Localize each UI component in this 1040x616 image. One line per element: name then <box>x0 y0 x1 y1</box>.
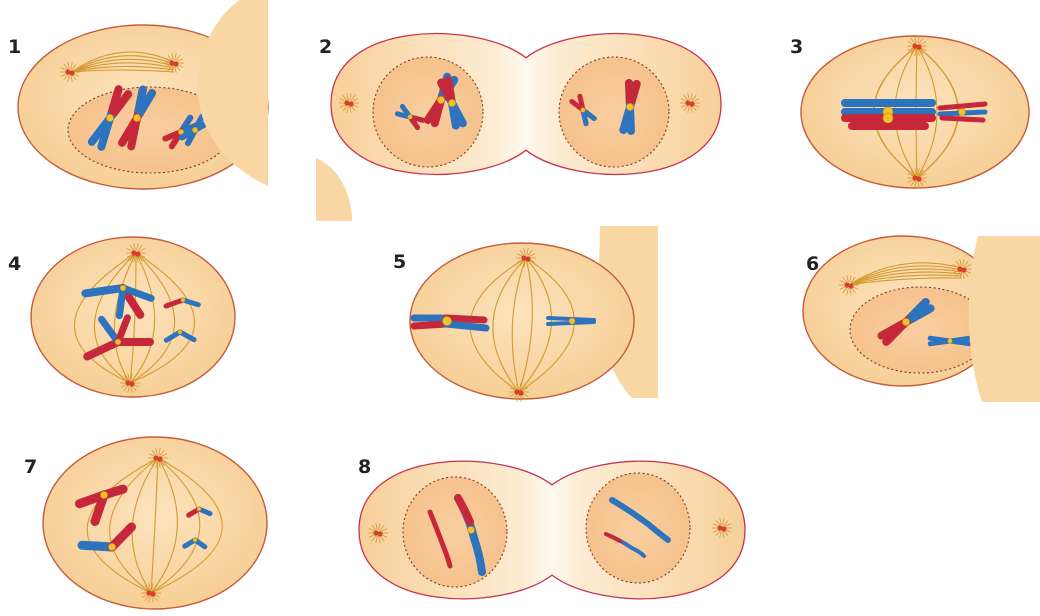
centromere <box>192 127 197 132</box>
centriole <box>129 381 134 386</box>
adjacent-cell <box>316 158 352 221</box>
centriole <box>525 256 530 261</box>
chromatid-arm <box>446 318 484 320</box>
centromere <box>626 103 633 110</box>
centriole <box>135 251 140 256</box>
centromere <box>108 543 115 550</box>
centriole <box>916 176 921 181</box>
centriole <box>518 390 523 395</box>
centromere <box>443 317 452 326</box>
chromatid-arm <box>446 324 486 328</box>
nuclear-envelope <box>373 57 483 167</box>
nuclear-envelope <box>559 57 669 167</box>
centromere <box>133 114 140 121</box>
chromatid-arm <box>942 118 983 120</box>
chromosome <box>845 103 932 126</box>
centromere <box>437 96 444 103</box>
centromere <box>902 318 909 325</box>
centromere <box>468 527 475 534</box>
centromere <box>581 108 586 113</box>
centriole <box>69 70 74 75</box>
chromosome <box>414 317 486 329</box>
chromosome <box>930 338 970 344</box>
centriole <box>348 101 353 106</box>
centromere <box>448 99 455 106</box>
panel-7 <box>43 437 267 609</box>
centromere <box>100 491 107 498</box>
nuclear-envelope <box>586 473 690 583</box>
chromatid-band <box>584 113 586 123</box>
centriole <box>157 456 162 461</box>
chromatid-arm <box>85 288 123 293</box>
nuclear-envelope <box>403 477 507 587</box>
cell <box>31 237 235 397</box>
centromere <box>883 113 893 123</box>
centromere <box>106 114 113 121</box>
centriole <box>961 267 966 272</box>
centromere <box>115 339 121 345</box>
chromatid-band <box>632 84 637 102</box>
centriole <box>377 531 382 536</box>
chromatid-arm <box>414 324 446 326</box>
centromere <box>120 285 126 291</box>
chromatid-band <box>448 80 451 97</box>
centriole <box>848 283 853 288</box>
panel-6 <box>803 236 1040 402</box>
centromere <box>197 507 201 511</box>
chromatid-arm <box>119 288 123 316</box>
centromere <box>408 115 413 120</box>
centriole <box>150 591 155 596</box>
centromere <box>569 318 575 324</box>
centriole <box>173 61 178 66</box>
panel-4 <box>31 237 235 397</box>
panel-1 <box>18 0 268 189</box>
centriole <box>721 526 726 531</box>
panel-2 <box>316 34 721 221</box>
chromosome <box>940 104 985 120</box>
centromere <box>959 109 966 116</box>
centromere <box>178 330 182 334</box>
centriole <box>689 101 694 106</box>
centromere <box>948 339 953 344</box>
centromere <box>181 298 185 302</box>
adjacent-cell <box>969 236 1040 402</box>
centriole <box>916 44 921 49</box>
panel-5 <box>410 226 658 402</box>
panel-3 <box>801 36 1029 188</box>
panel-8 <box>359 461 745 599</box>
centromere <box>193 538 197 542</box>
